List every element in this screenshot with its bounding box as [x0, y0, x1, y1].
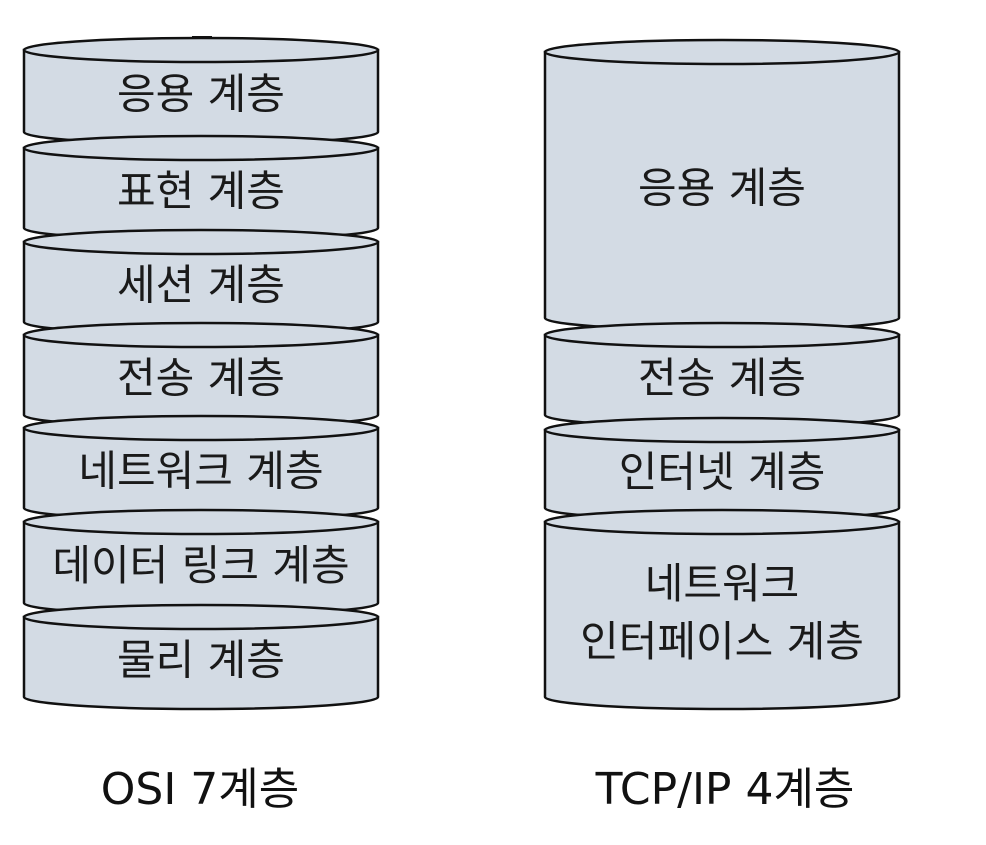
tcpip-layer-3: 인터넷 계층	[543, 416, 901, 522]
tcpip-layer-2: 전송 계층	[543, 321, 901, 429]
osi-layer-3-label: 세션 계층	[117, 261, 285, 310]
tcpip-layer-2-label: 전송 계층	[638, 354, 806, 403]
osi-layer-7-top-rim	[22, 603, 380, 631]
osi-layer-6-top-rim	[22, 508, 380, 536]
osi-layer-7-label: 물리 계층	[117, 636, 285, 685]
osi-layer-2-label: 표현 계층	[117, 167, 285, 216]
tcpip-layer-1: 응용 계층	[543, 38, 901, 332]
tcpip-layer-4-label-line-1: 네트워크	[645, 559, 800, 608]
osi-layer-2-top-rim	[22, 134, 380, 162]
osi-layer-1: 응용 계층	[22, 36, 380, 146]
osi-layer-4: 전송 계층	[22, 321, 380, 429]
osi-layer-1-top-rim	[22, 36, 380, 64]
tcpip-layer-4-label-line-2: 인터페이스 계층	[580, 617, 864, 666]
osi-layer-3-top-rim	[22, 228, 380, 256]
osi-layer-4-label: 전송 계층	[117, 354, 285, 403]
tcpip-layer-4-top-rim	[543, 508, 901, 536]
osi-layer-2: 표현 계층	[22, 134, 380, 242]
osi-layer-4-top-rim	[22, 321, 380, 349]
tcpip-layer-1-label: 응용 계층	[638, 164, 806, 213]
tcpip-layer-4-body	[543, 520, 901, 711]
osi-layer-5-top-rim	[22, 414, 380, 442]
osi-layer-7-body	[22, 615, 380, 711]
osi-layer-1-label: 응용 계층	[117, 70, 285, 119]
tcpip-layer-3-top-rim	[543, 416, 901, 444]
tcpip-stack-title: TCP/IP 4계층	[595, 764, 855, 815]
osi-layer-6-label: 데이터 링크 계층	[52, 541, 349, 590]
tcpip-layer-2-top-rim	[543, 321, 901, 349]
tcpip-layer-3-label: 인터넷 계층	[619, 448, 826, 497]
osi-layer-5: 네트워크 계층	[22, 414, 380, 522]
osi-layer-7: 물리 계층	[22, 603, 380, 711]
tcpip-layer-1-top-rim	[543, 38, 901, 66]
osi-layer-3: 세션 계층	[22, 228, 380, 336]
osi-stack-title: OSI 7계층	[100, 764, 300, 815]
osi-layer-5-label: 네트워크 계층	[78, 447, 323, 496]
osi-layer-6: 데이터 링크 계층	[22, 508, 380, 617]
